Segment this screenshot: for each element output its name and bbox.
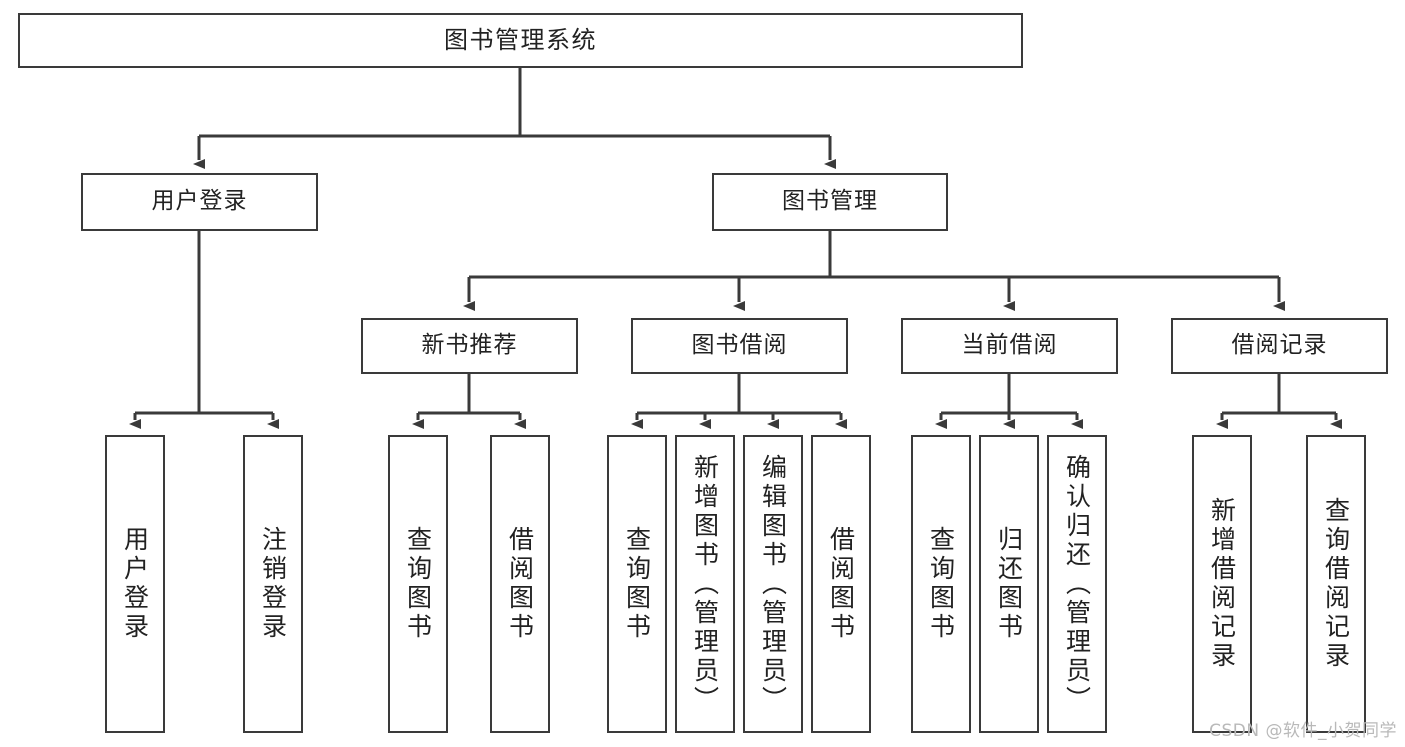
node-label: 当前借阅: [961, 332, 1058, 359]
node-label: 图书管理系统: [444, 26, 597, 55]
node-leaf-user-login[interactable]: 用户登录: [105, 435, 165, 733]
node-leaf-logout-login[interactable]: 注销登录: [243, 435, 303, 733]
node-label: 借阅图书: [505, 526, 535, 642]
node-label: 借阅记录: [1231, 332, 1328, 359]
node-leaf-edit-book[interactable]: 编辑图书（管理员）: [743, 435, 803, 733]
node-root-system[interactable]: 图书管理系统: [18, 13, 1023, 68]
node-label: 图书借阅: [691, 332, 788, 359]
watermark-text: CSDN @软件_小贺同学: [1209, 721, 1397, 741]
node-leaf-query-book-1[interactable]: 查询图书: [388, 435, 448, 733]
node-label: 查询图书: [926, 526, 956, 642]
node-label: 注销登录: [258, 526, 288, 642]
node-label: 查询图书: [403, 526, 433, 642]
node-leaf-add-record[interactable]: 新增借阅记录: [1192, 435, 1252, 733]
node-book-borrow[interactable]: 图书借阅: [631, 318, 848, 374]
node-current-borrow[interactable]: 当前借阅: [901, 318, 1118, 374]
node-book-manage[interactable]: 图书管理: [712, 173, 948, 231]
node-leaf-query-book-2[interactable]: 查询图书: [607, 435, 667, 733]
node-label: 新增借阅记录: [1207, 497, 1237, 671]
node-leaf-borrow-book-1[interactable]: 借阅图书: [490, 435, 550, 733]
node-new-book-recommend[interactable]: 新书推荐: [361, 318, 578, 374]
node-borrow-record[interactable]: 借阅记录: [1171, 318, 1388, 374]
node-label: 图书管理: [782, 188, 878, 215]
node-leaf-query-record[interactable]: 查询借阅记录: [1306, 435, 1366, 733]
node-label: 编辑图书（管理员）: [758, 453, 788, 715]
node-label: 用户登录: [120, 526, 150, 642]
node-leaf-confirm-return[interactable]: 确认归还（管理员）: [1047, 435, 1107, 733]
node-label: 新增图书（管理员）: [690, 453, 720, 715]
node-leaf-query-book-3[interactable]: 查询图书: [911, 435, 971, 733]
node-label: 归还图书: [994, 526, 1024, 642]
node-leaf-return-book[interactable]: 归还图书: [979, 435, 1039, 733]
node-label: 借阅图书: [826, 526, 856, 642]
node-label: 新书推荐: [421, 332, 518, 359]
node-label: 查询图书: [622, 526, 652, 642]
node-leaf-add-book[interactable]: 新增图书（管理员）: [675, 435, 735, 733]
node-user-login[interactable]: 用户登录: [81, 173, 318, 231]
node-label: 查询借阅记录: [1321, 497, 1351, 671]
node-leaf-borrow-book-2[interactable]: 借阅图书: [811, 435, 871, 733]
node-label: 用户登录: [151, 188, 248, 215]
node-label: 确认归还（管理员）: [1062, 453, 1092, 715]
